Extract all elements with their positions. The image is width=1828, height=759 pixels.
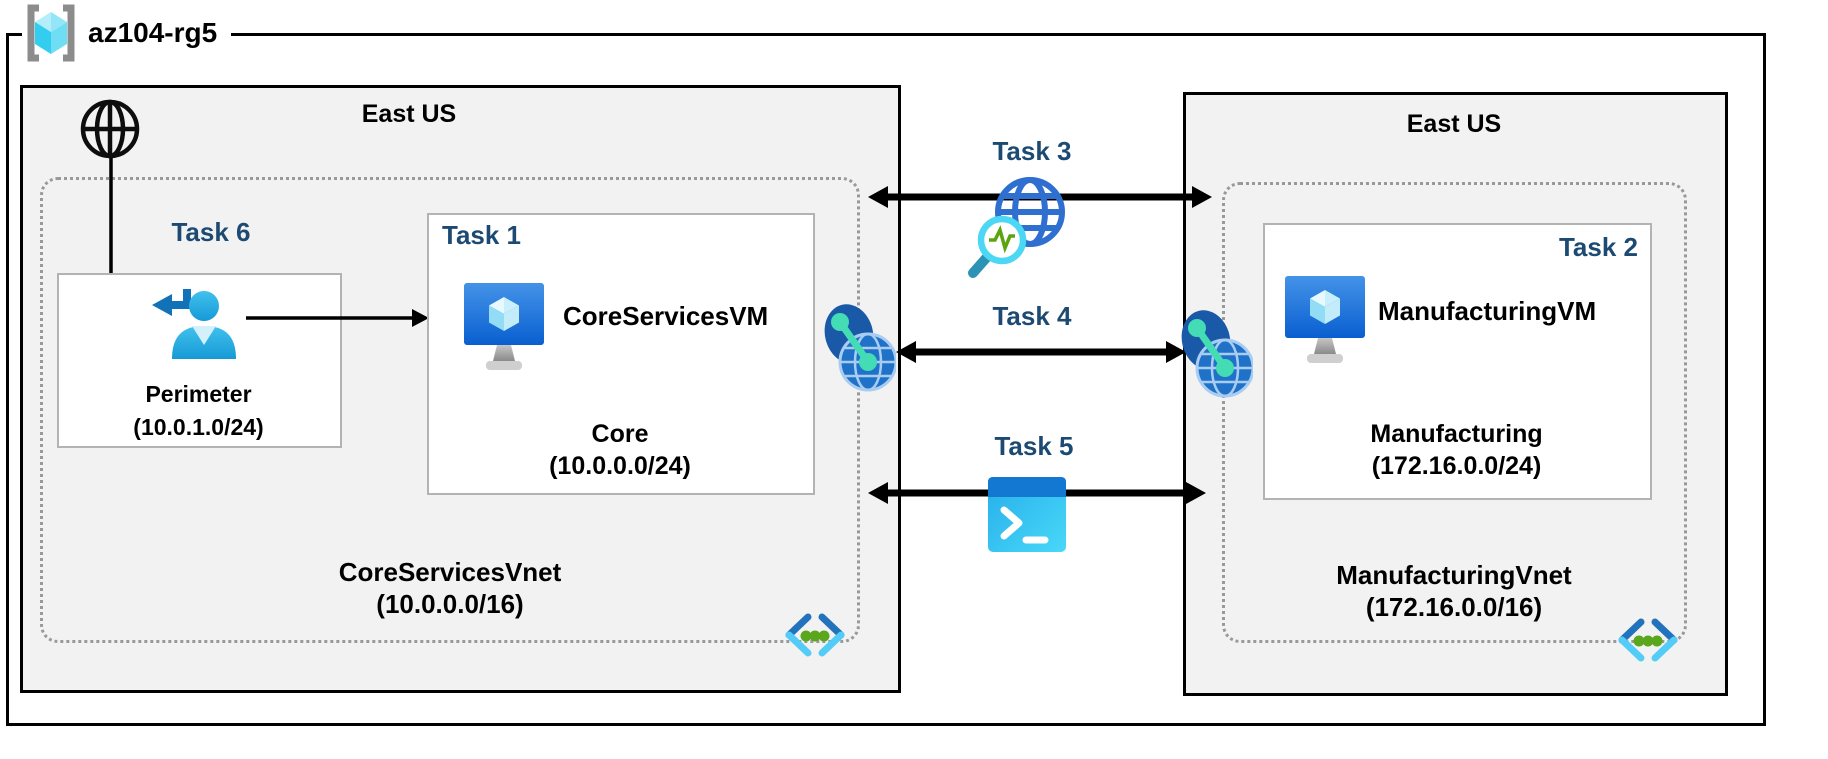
manufacturing-vnet-name: ManufacturingVnet	[1336, 560, 1572, 590]
core-subnet-name: Core	[591, 420, 649, 448]
task4-label: Task 4	[992, 301, 1072, 331]
perimeter-to-core-arrow	[246, 309, 429, 327]
vnet-peering-icon-right	[1181, 310, 1253, 398]
task5-label: Task 5	[994, 431, 1074, 461]
manufacturing-vnet-cidr: (172.16.0.0/16)	[1365, 592, 1543, 622]
perimeter-name: Perimeter	[145, 381, 252, 407]
manufacturing-vm-icon	[1285, 276, 1365, 363]
task2-label: Task 2	[1558, 232, 1638, 262]
resource-group-icon	[27, 4, 75, 62]
core-vm-icon	[464, 283, 544, 370]
vnet-icon-left	[785, 613, 845, 657]
vnet-peering-icon-left	[824, 304, 896, 392]
cloud-shell-icon	[988, 477, 1066, 552]
manufacturing-subnet-cidr: (172.16.0.0/24)	[1371, 452, 1542, 480]
vnet-icon-right	[1618, 618, 1678, 662]
core-vnet-name: CoreServicesVnet	[338, 557, 562, 587]
signin-user-icon	[152, 289, 236, 359]
task1-label: Task 1	[442, 220, 522, 250]
core-vm-name: CoreServicesVM	[563, 301, 769, 331]
internet-globe-icon	[80, 99, 140, 159]
core-subnet-cidr: (10.0.0.0/24)	[549, 452, 691, 480]
network-watcher-icon	[968, 177, 1065, 278]
right-region-label: East US	[1406, 110, 1502, 138]
left-region-label: East US	[361, 100, 457, 128]
task3-label: Task 3	[992, 136, 1072, 166]
manufacturing-vm-name: ManufacturingVM	[1378, 296, 1597, 326]
manufacturing-vnet-boundary	[1222, 182, 1687, 643]
task6-label: Task 6	[171, 217, 251, 247]
task1-subnet-box	[427, 213, 815, 495]
resource-group-name: az104-rg5	[88, 17, 218, 48]
core-vnet-cidr: (10.0.0.0/16)	[376, 589, 524, 619]
perimeter-cidr: (10.0.1.0/24)	[133, 414, 264, 440]
manufacturing-subnet-name: Manufacturing	[1370, 420, 1543, 448]
resource-group-header: az104-rg5	[22, 2, 232, 64]
task4-double-arrow	[896, 341, 1186, 363]
core-vnet-boundary	[40, 177, 860, 643]
